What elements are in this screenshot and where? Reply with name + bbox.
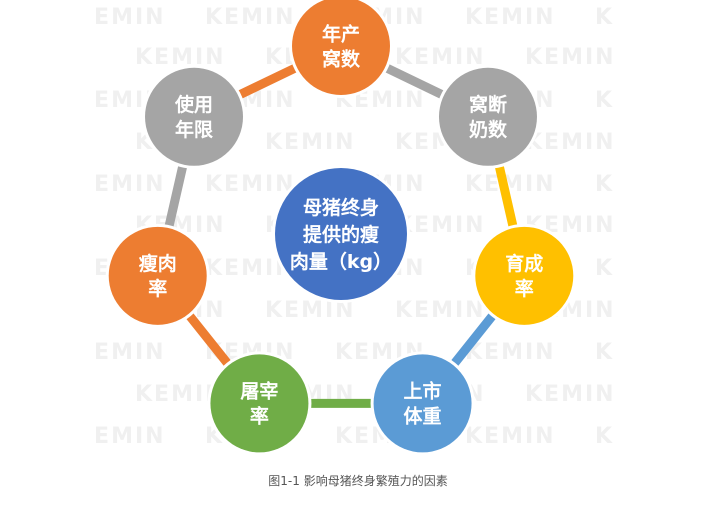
factor-node-market-weight-label-line: 体重 <box>404 405 442 428</box>
factor-node-lean-rate-label-line: 瘦肉 <box>139 252 177 275</box>
factor-node-lean-rate-label-line: 率 <box>148 277 167 300</box>
figure-caption: 图1-1 影响母猪终身繁殖力的因素 <box>268 474 448 488</box>
factor-node-annual-litters-label-line: 年产 <box>322 22 360 45</box>
center-node-lean-meat-label-line: 肉量（kg） <box>290 250 392 273</box>
factor-node-market-weight-label-line: 上市 <box>404 380 442 403</box>
factor-node-service-life-circle <box>145 67 244 166</box>
factor-node-slaughter-rate: 屠宰率 <box>207 351 312 456</box>
factor-node-annual-litters-label-line: 窝数 <box>322 47 361 70</box>
factor-node-weaned-per-litter-label-line: 奶数 <box>469 118 508 141</box>
center-node-lean-meat-label-line: 提供的瘦 <box>303 223 379 246</box>
center-node-lean-meat-label-line: 母猪终身 <box>303 196 379 219</box>
factor-node-rearing-rate: 育成率 <box>472 223 577 328</box>
center-node-lean-meat-circle <box>275 168 407 300</box>
factor-node-rearing-rate-circle <box>475 226 574 325</box>
factor-node-slaughter-rate-circle <box>210 354 309 453</box>
factor-node-lean-rate-circle <box>108 226 207 325</box>
factor-node-service-life-label-line: 年限 <box>175 118 213 141</box>
factor-node-rearing-rate-label-line: 育成 <box>505 252 543 275</box>
factor-node-slaughter-rate-label-line: 屠宰 <box>240 380 278 403</box>
factor-node-slaughter-rate-label-line: 率 <box>250 405 269 428</box>
factor-node-annual-litters-circle <box>292 0 390 95</box>
factor-node-market-weight-circle <box>373 354 472 453</box>
factor-node-service-life-label-line: 使用 <box>174 94 213 116</box>
factor-node-rearing-rate-label-line: 率 <box>515 277 534 300</box>
factor-node-weaned-per-litter-circle <box>438 67 537 166</box>
factor-node-weaned-per-litter-label-line: 窝断 <box>469 93 507 116</box>
factor-node-lean-rate: 瘦肉率 <box>105 223 210 328</box>
